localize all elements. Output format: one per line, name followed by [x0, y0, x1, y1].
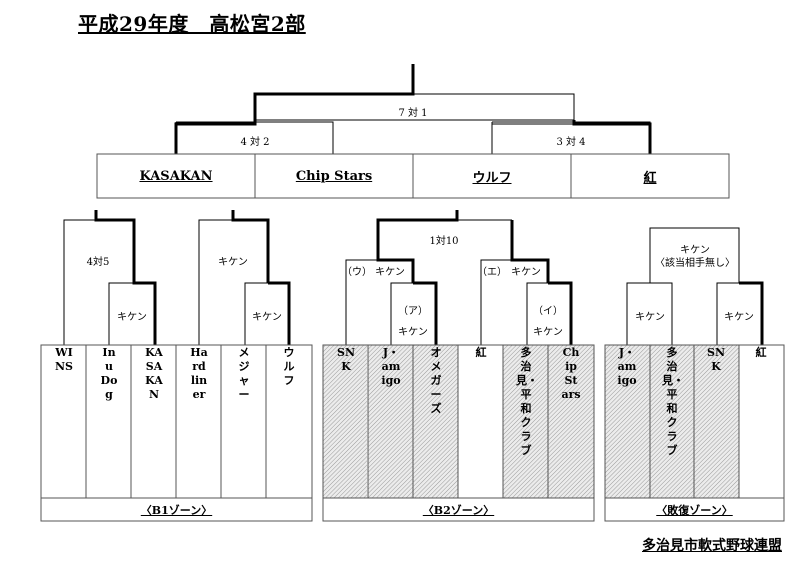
- b2-tag-e: （エ）: [477, 267, 507, 278]
- shade-loser-jamigo: [605, 345, 650, 498]
- b2-forfeit-u: キケン: [375, 267, 405, 278]
- team-loser-jamigo: J・amigo: [617, 346, 637, 387]
- team-b1-wolf: ウルフ: [283, 346, 295, 387]
- team-b1-inu-dog: Inu Dog: [100, 346, 118, 401]
- team-b2-tajimi-heiwa: 多治見・平和クラブ: [516, 346, 538, 457]
- shade-b2-jamigo: [368, 345, 413, 498]
- team-b1-major: メジャー: [238, 346, 250, 401]
- final-team-chip-stars: Chip Stars: [295, 168, 373, 184]
- finals-bracket: [174, 64, 652, 154]
- team-loser-beni: 紅: [755, 346, 767, 359]
- team-b2-beni: 紅: [475, 346, 487, 359]
- b2-tag-a: （ア）: [398, 306, 428, 317]
- b1-match-forfeit-1: キケン: [117, 312, 147, 323]
- b2-forfeit-a: キケン: [398, 327, 428, 338]
- team-loser-snk: SNK: [707, 346, 725, 373]
- final-score: 7 対 1: [398, 108, 428, 119]
- semifinal-left-score: 4 対 2: [240, 137, 270, 148]
- shade-b2-chipstars: [548, 345, 594, 498]
- organization-name: 多治見市軟式野球連盟: [642, 538, 782, 554]
- loser-bracket: [626, 227, 764, 345]
- b2-tag-u: （ウ）: [342, 267, 372, 278]
- shade-b2-omegas: [413, 345, 458, 498]
- b2-final-score: 1対10: [429, 236, 459, 247]
- b1-match-forfeit-3: キケン: [252, 312, 282, 323]
- b2-forfeit-e: キケン: [511, 267, 541, 278]
- finals-team-boxes: [96, 153, 730, 199]
- page-title: 平成29年度 高松宮2部: [78, 12, 306, 36]
- final-team-wolf: ウルフ: [472, 170, 512, 186]
- team-grid: [40, 344, 785, 522]
- b2-forfeit-i: キケン: [533, 327, 563, 338]
- semifinal-right-score: 3 対 4: [556, 137, 586, 148]
- b1-match-forfeit-2: キケン: [218, 257, 248, 268]
- b1-match-score: 4対5: [86, 257, 110, 268]
- zone-label-loser: 〈敗復ゾーン〉: [656, 504, 733, 517]
- team-b1-kasakan: KASAKAN: [145, 346, 163, 401]
- shade-loser-snk: [694, 345, 739, 498]
- shaded-columns: [323, 345, 739, 498]
- team-b2-chip-stars: Chip Stars: [561, 346, 581, 401]
- shade-b2-tajimi: [503, 345, 548, 498]
- loser-forfeit-right: キケン: [724, 312, 754, 323]
- zone-label-b2: 〈B2ゾーン〉: [422, 504, 495, 517]
- shade-loser-tajimi: [650, 345, 694, 498]
- final-team-kasakan: KASAKAN: [139, 168, 213, 184]
- team-b2-snk: SNK: [337, 346, 355, 373]
- b2-bracket: [345, 210, 573, 345]
- team-b1-hard-liner: Hard liner: [190, 346, 210, 401]
- loser-top-note: 〈該当相手無し〉: [655, 258, 735, 269]
- team-b2-jamigo: J・amigo: [381, 346, 401, 387]
- team-b2-omegas: オメガーズ: [430, 346, 442, 415]
- final-team-beni: 紅: [643, 170, 657, 186]
- loser-forfeit-left: キケン: [635, 312, 665, 323]
- zone-label-b1: 〈B1ゾーン〉: [140, 504, 213, 517]
- loser-top-forfeit: キケン: [680, 245, 710, 256]
- shade-b2-snk: [323, 345, 367, 498]
- b1-bracket: [63, 210, 291, 345]
- team-b1-wins: WINS: [55, 346, 73, 373]
- team-loser-tajimi-heiwa: 多治見・平和クラブ: [662, 346, 684, 457]
- b2-tag-i: （イ）: [533, 306, 563, 317]
